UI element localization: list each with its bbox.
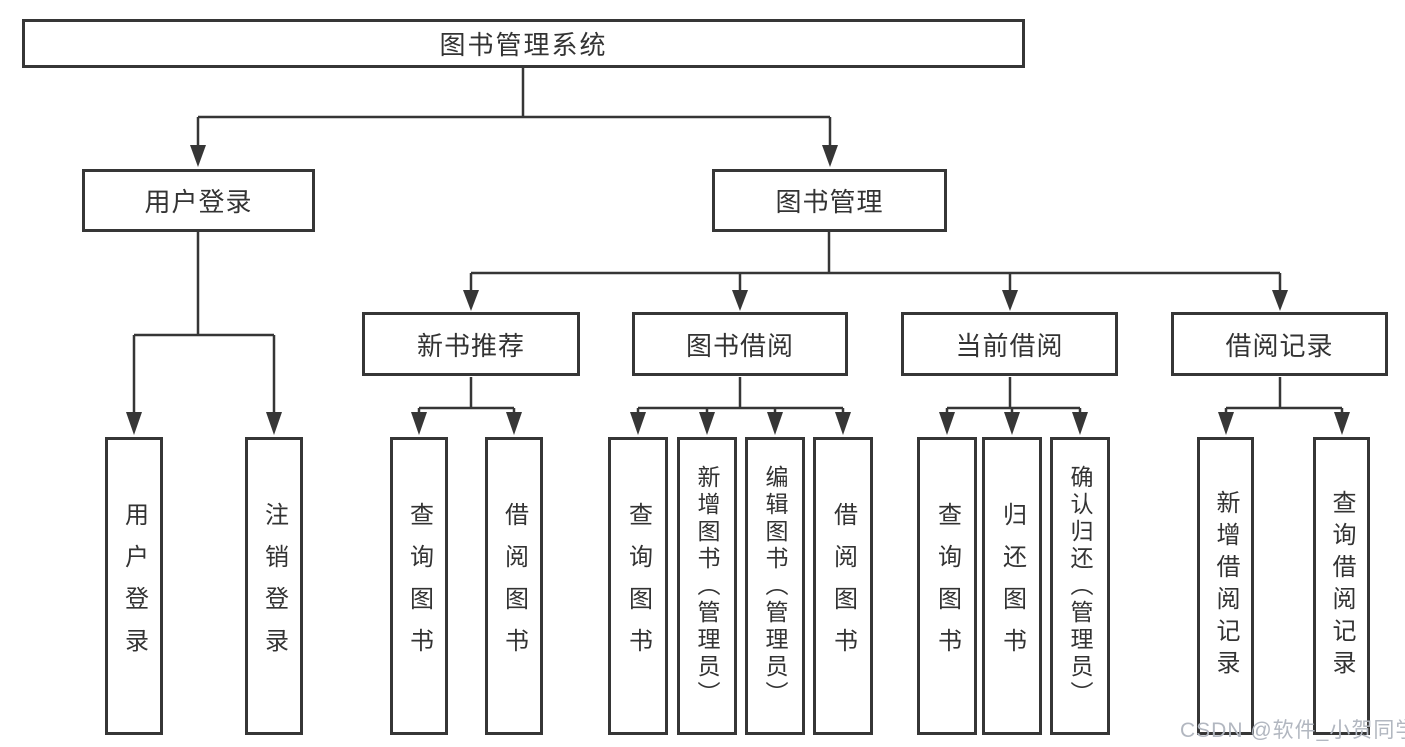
- node-current-borrowing: 当前借阅: [901, 312, 1118, 376]
- leaf-return-books: 归还图书: [982, 437, 1042, 735]
- leaf-add-borrow-record: 新增借阅记录: [1197, 437, 1254, 735]
- node-user-login: 用户登录: [82, 169, 315, 232]
- leaf-query-books-borrowing: 查询图书: [608, 437, 668, 735]
- node-new-book-recommend: 新书推荐: [362, 312, 580, 376]
- csdn-watermark: CSDN @软件_小贺同学: [1180, 719, 1405, 742]
- leaf-query-borrow-record: 查询借阅记录: [1313, 437, 1370, 735]
- leaf-query-books-current: 查询图书: [917, 437, 977, 735]
- leaf-edit-book-admin: 编辑图书（管理员）: [745, 437, 805, 735]
- node-borrowing-records: 借阅记录: [1171, 312, 1388, 376]
- root-node-library-system: 图书管理系统: [22, 19, 1025, 68]
- leaf-borrow-books-recommend: 借阅图书: [485, 437, 543, 735]
- node-book-borrowing: 图书借阅: [632, 312, 848, 376]
- node-book-management: 图书管理: [712, 169, 947, 232]
- leaf-add-book-admin: 新增图书（管理员）: [677, 437, 737, 735]
- leaf-logout: 注销登录: [245, 437, 303, 735]
- leaf-confirm-return-admin: 确认归还（管理员）: [1050, 437, 1110, 735]
- leaf-user-login: 用户登录: [105, 437, 163, 735]
- leaf-borrow-books-borrowing: 借阅图书: [813, 437, 873, 735]
- arrow-down-icons: [126, 145, 1350, 435]
- leaf-query-books-recommend: 查询图书: [390, 437, 448, 735]
